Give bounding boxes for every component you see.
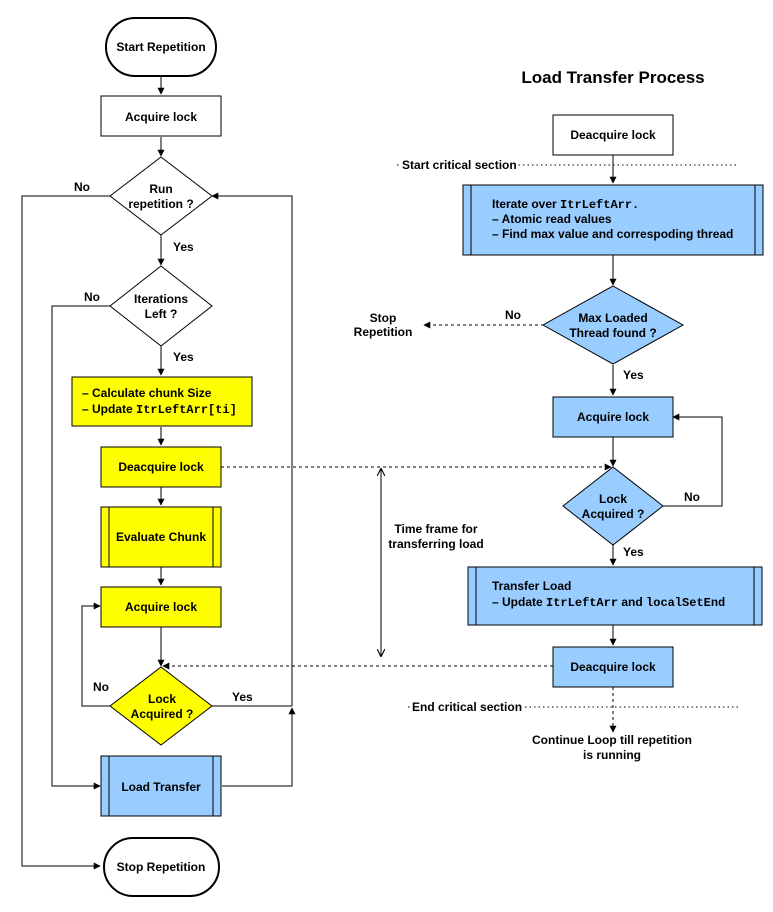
max-loaded-line2: Thread found ? <box>569 326 656 340</box>
edge-no-lock-right: No <box>684 490 700 504</box>
iterate-code: ItrLeftArr. <box>560 198 639 212</box>
end-critical-label: End critical section <box>412 700 522 714</box>
edge-no-run: No <box>74 180 90 194</box>
left-connectors <box>21 76 296 870</box>
deacquire-lock-box-right-bottom: Deacquire lock <box>552 646 674 688</box>
acquire-lock-right-label: Acquire lock <box>577 410 649 424</box>
edge-yes-lock-right: Yes <box>623 545 644 559</box>
load-transfer-label: Load Transfer <box>121 780 201 794</box>
lock-acquired-decision-left: Lock Acquired ? <box>109 666 213 746</box>
start-critical-label: Start critical section <box>402 158 517 172</box>
acquire-lock-label: Acquire lock <box>125 110 197 124</box>
lock-acquired-left-line1: Lock <box>148 692 176 706</box>
edge-yes-lock-left: Yes <box>232 690 253 704</box>
iterations-left-decision: Iterations Left ? <box>109 265 213 347</box>
deacquire-lock-box-left: Deacquire lock <box>100 446 222 488</box>
acquire-lock-box-2: Acquire lock <box>100 586 222 628</box>
diagram-title: Load Transfer Process <box>521 68 704 87</box>
transfer-code1: ItrLeftArr <box>546 596 618 610</box>
lock-acquired-right-line1: Lock <box>599 492 627 506</box>
transfer-prefix: – Update <box>492 595 546 609</box>
max-loaded-decision: Max Loaded Thread found ? <box>541 285 685 365</box>
edge-no-lock-left: No <box>93 680 109 694</box>
lock-acquired-left-line2: Acquired ? <box>131 707 194 721</box>
run-repetition-line2: repetition ? <box>128 197 193 211</box>
edge-yes-iterations: Yes <box>173 350 194 364</box>
evaluate-chunk-process: Evaluate Chunk <box>100 506 222 568</box>
transfer-code2: localSetEnd <box>646 596 725 610</box>
iterate-line1: Iterate over ItrLeftArr. <box>492 197 639 212</box>
deacquire-lock-bottom-label: Deacquire lock <box>570 660 656 674</box>
load-transfer-process: Load Transfer <box>100 755 222 817</box>
calculate-chunk-box: – Calculate chunk Size – Update ItrLeftA… <box>71 376 253 427</box>
edge-no-iterations: No <box>84 290 100 304</box>
lock-acquired-right-line2: Acquired ? <box>582 507 645 521</box>
stop-repetition-right-line2: Repetition <box>354 325 413 339</box>
calc-line2-code: ItrLeftArr[ti] <box>136 403 237 417</box>
edge-yes-max-loaded: Yes <box>623 368 644 382</box>
calc-line1: – Calculate chunk Size <box>82 386 212 400</box>
deacquire-lock-top-label: Deacquire lock <box>570 128 656 142</box>
acquire-lock-box-right: Acquire lock <box>552 396 674 438</box>
calc-line2-prefix: – Update <box>82 402 136 416</box>
calc-line2: – Update ItrLeftArr[ti] <box>82 402 237 417</box>
stop-repetition-label: Stop Repetition <box>117 860 206 874</box>
run-repetition-decision: Run repetition ? <box>109 156 213 236</box>
time-frame-line2: transferring load <box>388 537 483 551</box>
edge-yes-run: Yes <box>173 240 194 254</box>
deacquire-lock-left-label: Deacquire lock <box>118 460 204 474</box>
lock-acquired-decision-right: Lock Acquired ? <box>562 466 664 546</box>
transfer-title: Transfer Load <box>492 579 571 593</box>
iterate-prefix: Iterate over <box>492 197 560 211</box>
iterate-line2: – Atomic read values <box>492 212 612 226</box>
continue-line2: is running <box>583 748 641 762</box>
transfer-line2: – Update ItrLeftArr and localSetEnd <box>492 595 725 610</box>
iterations-left-line1: Iterations <box>134 292 188 306</box>
max-loaded-line1: Max Loaded <box>578 311 647 325</box>
acquire-lock-box: Acquire lock <box>100 95 222 137</box>
iterate-line3: – Find max value and correspoding thread <box>492 227 733 241</box>
edge-no-max-loaded: No <box>505 308 521 322</box>
time-frame-line1: Time frame for <box>394 522 477 536</box>
deacquire-lock-box-right-top: Deacquire lock <box>552 114 674 156</box>
transfer-and: and <box>618 595 646 609</box>
start-repetition-label: Start Repetition <box>116 40 205 54</box>
stop-repetition-right-line1: Stop <box>370 311 397 325</box>
start-repetition-terminal: Start Repetition <box>105 17 217 77</box>
acquire-lock-2-label: Acquire lock <box>125 600 197 614</box>
iterations-left-line2: Left ? <box>145 307 178 321</box>
continue-line1: Continue Loop till repetition <box>532 733 692 747</box>
end-critical-bg <box>410 700 525 715</box>
iterate-process: Iterate over ItrLeftArr. – Atomic read v… <box>462 184 764 256</box>
evaluate-chunk-label: Evaluate Chunk <box>116 530 206 544</box>
cross-connectors <box>162 463 612 670</box>
stop-repetition-terminal: Stop Repetition <box>103 837 220 897</box>
transfer-load-process: Transfer Load – Update ItrLeftArr and lo… <box>467 566 763 626</box>
run-repetition-line1: Run <box>149 182 172 196</box>
start-critical-bg <box>400 158 516 173</box>
